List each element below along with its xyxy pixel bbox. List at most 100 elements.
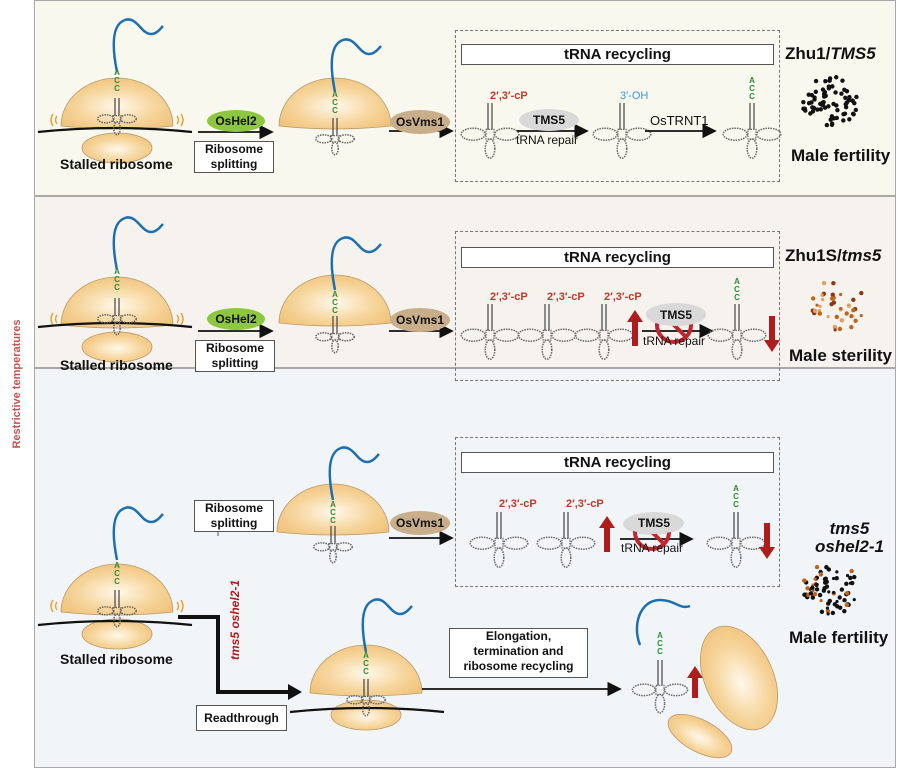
mrna-strand (289, 706, 445, 714)
genotype-plain: Zhu1/ (785, 44, 831, 63)
pollen-dot-fertile (826, 84, 832, 89)
pollen-dot-fertile (834, 575, 839, 581)
acc-end: C (734, 285, 740, 294)
released-large-subunit (700, 625, 778, 731)
vibration-mark (176, 312, 184, 326)
pollen-dot-sterile (834, 314, 839, 320)
pollen-dot-fertile (826, 567, 832, 572)
osvms1-factor: OsVms1 (390, 308, 450, 332)
pollen-dot-fertile (829, 114, 835, 119)
pollen-dot-sterile (826, 315, 830, 319)
pollen-dot-fertile (813, 78, 819, 84)
acc-end: C (749, 84, 755, 93)
trna-icon (536, 512, 596, 568)
pollen-dot-fertile (852, 598, 856, 602)
pollen-dot-fertile (814, 587, 820, 592)
pollen-dot-fertile (835, 107, 840, 113)
trna-repair-label: tRNA repair (643, 334, 706, 348)
acc-end: C (363, 667, 369, 676)
pollen-dot-fertile (837, 605, 843, 610)
pollen-dot-fertile (835, 599, 839, 604)
pollen-dot-fertile (848, 575, 853, 581)
large-subunit (276, 483, 390, 536)
acc-end: C (657, 647, 663, 656)
acc-end: C (733, 500, 739, 509)
phenotype-label: Male fertility (791, 146, 891, 165)
pollen-dot-fertile (821, 94, 827, 99)
pollen-dot-sterile (829, 296, 835, 301)
pollen-dot-fertile (842, 608, 847, 614)
pollen-dot-sterile (821, 280, 827, 286)
phenotype-label: Male fertility (789, 628, 889, 647)
pollen-dot-fertile (819, 599, 823, 603)
pollen-dot-fertile (810, 109, 816, 114)
pollen-dot-fertile (805, 586, 810, 591)
nascent-chain (112, 18, 164, 73)
pollen-dot-fertile (844, 89, 850, 94)
pollen-dot-sterile (830, 292, 835, 297)
trna-icon (315, 118, 355, 156)
pollen-dot-fertile (802, 578, 807, 583)
acc-end: A (114, 561, 120, 570)
pollen-dot-fertile (812, 591, 818, 597)
acc-end: A (657, 631, 663, 640)
oshel2-factor: OsHel2 (207, 308, 265, 330)
acc-end: A (114, 68, 120, 77)
readthrough-box: Readthrough (196, 705, 287, 731)
acc-end: C (657, 639, 663, 648)
pollen-dot-fertile (829, 122, 835, 128)
pollen-dot-fertile (850, 98, 855, 103)
box-line: Ribosome (205, 341, 264, 355)
trna-icon (706, 512, 766, 568)
small-subunit (81, 618, 153, 650)
acc-end: C (733, 492, 739, 501)
trna-icon (722, 103, 782, 159)
pollen-dot-sterile (820, 293, 824, 297)
vibration-mark (50, 113, 58, 127)
nascent-chain (330, 38, 382, 93)
trna-recycling-title: tRNA recycling (461, 44, 774, 65)
oshel2-factor: OsHel2 (207, 110, 265, 132)
pollen-dot-fertile (814, 564, 820, 570)
genotype-italic: tms5 (841, 246, 882, 265)
pollen-dot-fertile (811, 105, 817, 111)
pollen-dot-fertile (824, 122, 830, 128)
pollen-dot-fertile (832, 576, 836, 581)
genotype-line: oshel2-1 (815, 537, 884, 556)
pollen-dot-fertile (813, 89, 819, 95)
box-line: termination and (473, 644, 564, 658)
pollen-dot-fertile (830, 610, 836, 616)
acc-end: A (114, 267, 120, 276)
genotype-plain: Zhu1S/ (785, 246, 842, 265)
stalled-ribosome-label: Stalled ribosome (60, 357, 173, 373)
cyclic-phosphate-end: 2′,3′-cP (566, 498, 604, 510)
stalled-ribosome-label: Stalled ribosome (60, 156, 173, 172)
mrna-strand (37, 126, 193, 134)
pollen-dot-sterile (844, 311, 849, 316)
pollen-dot-fertile (847, 94, 852, 100)
pollen-dot-fertile (844, 581, 849, 586)
released-small-subunit (667, 713, 733, 759)
pollen-dot-fertile (820, 102, 826, 107)
pollen-dot-fertile (825, 608, 831, 614)
pollen-dot-sterile (821, 297, 825, 302)
genotype-italic: TMS5 (830, 44, 876, 63)
pollen-dot-fertile (849, 568, 854, 574)
trna-recycling-title: tRNA recycling (461, 247, 774, 268)
acc-end: C (330, 508, 336, 517)
acc-end: C (749, 92, 755, 101)
acc-end: A (363, 651, 369, 660)
small-subunit (81, 132, 153, 164)
increase-arrow (599, 516, 615, 552)
pollen-dot-sterile (833, 328, 837, 332)
acc-end: C (332, 306, 338, 315)
acc-end: C (114, 577, 120, 586)
pollen-dot-fertile (819, 609, 825, 615)
pollen-dot-fertile (801, 99, 806, 105)
released-trna (631, 660, 689, 714)
pollen-dot-fertile (809, 100, 814, 105)
acc-end: A (749, 76, 755, 85)
pollen-dot-sterile (815, 303, 819, 307)
